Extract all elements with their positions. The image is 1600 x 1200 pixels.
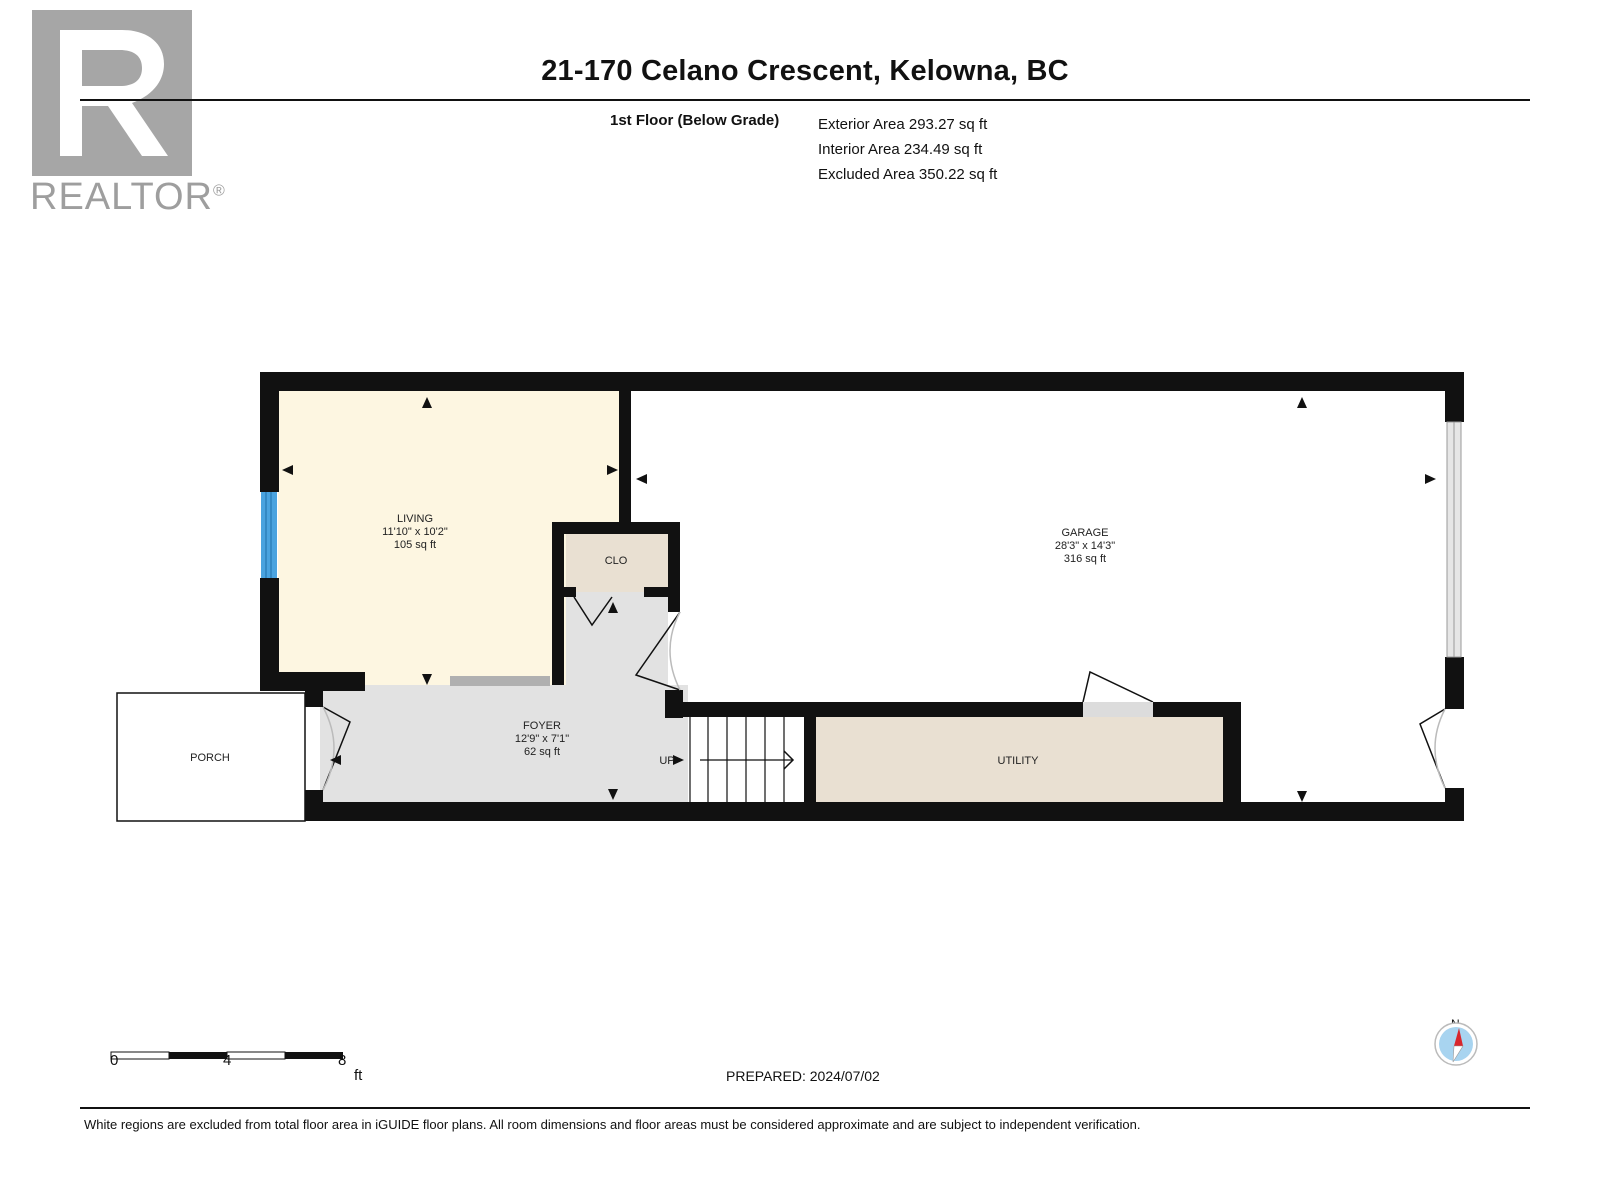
- door-swings: [322, 596, 1446, 791]
- closet-label: CLO: [605, 555, 628, 567]
- disclaimer-note: White regions are excluded from total fl…: [84, 1117, 1141, 1132]
- garage-dims: 28'3" x 14'3": [1055, 540, 1115, 552]
- living-counter: [450, 676, 550, 686]
- exterior-area: Exterior Area 293.27 sq ft: [818, 116, 988, 133]
- walls: [260, 372, 1464, 821]
- scale-bar: [110, 1051, 343, 1060]
- page-title: 21-170 Celano Crescent, Kelowna, BC: [541, 55, 1069, 87]
- realtor-wordmark: REALTOR®: [30, 176, 226, 218]
- utility-label: UTILITY: [998, 755, 1040, 767]
- prepared-date: PREPARED: 2024/07/02: [726, 1068, 880, 1084]
- excluded-area: Excluded Area 350.22 sq ft: [818, 166, 998, 183]
- scale-unit: ft: [354, 1067, 363, 1084]
- living-window: [261, 492, 277, 578]
- scale-tick-4: 4: [223, 1052, 232, 1069]
- stairs-arrow-icon: [783, 750, 795, 770]
- living-area: 105 sq ft: [394, 539, 436, 551]
- scale-tick-8: 8: [338, 1052, 347, 1069]
- garage-area: 316 sq ft: [1064, 553, 1106, 565]
- scale-tick-0: 0: [110, 1052, 119, 1069]
- dimension-markers: [282, 397, 1436, 802]
- living-label: LIVING: [397, 513, 433, 525]
- header-divider: [80, 99, 1530, 101]
- porch-label: PORCH: [190, 752, 230, 764]
- garage-label: GARAGE: [1061, 527, 1108, 539]
- porch-outline: [116, 692, 306, 822]
- foyer-dims: 12'9" x 7'1": [515, 733, 569, 745]
- footer-divider: [80, 1107, 1530, 1109]
- compass-icon: [1434, 1022, 1478, 1066]
- foyer-area: 62 sq ft: [524, 746, 560, 758]
- interior-area: Interior Area 234.49 sq ft: [818, 141, 983, 158]
- floor-label: 1st Floor (Below Grade): [610, 112, 780, 129]
- stairs-up-label: UP: [659, 755, 674, 767]
- area-summary: Exterior Area 293.27 sq ft Interior Area…: [818, 112, 997, 187]
- realtor-logo: [32, 10, 192, 176]
- closet-fill: [566, 534, 668, 592]
- foyer-label: FOYER: [523, 720, 561, 732]
- utility-fill: [816, 717, 1223, 802]
- stairs: [689, 717, 792, 802]
- living-dims: 11'10" x 10'2": [382, 526, 448, 538]
